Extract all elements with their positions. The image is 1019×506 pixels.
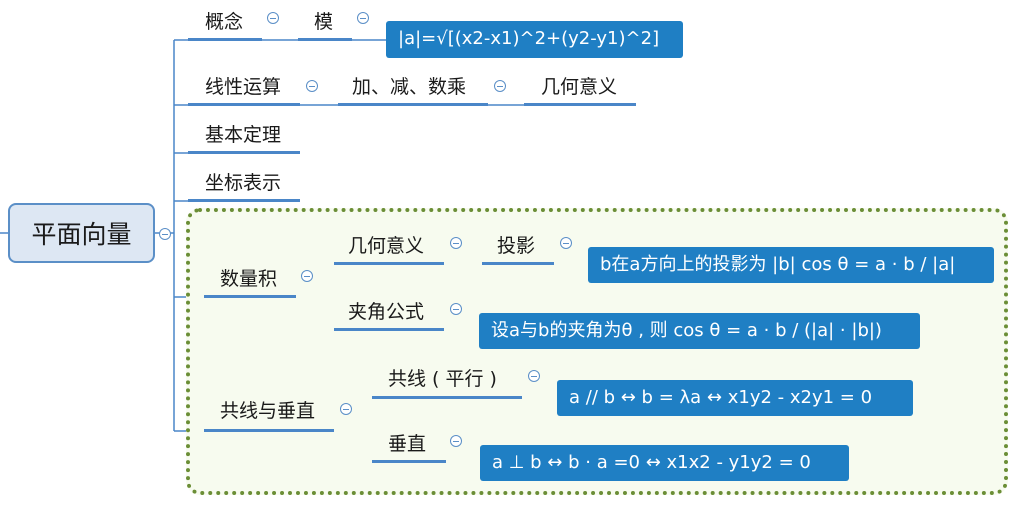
root-node[interactable]: 平面向量 xyxy=(8,203,155,263)
collapse-icon[interactable] xyxy=(494,80,506,92)
node-add-sub-scale-underline xyxy=(338,103,488,106)
node-dot-product-underline xyxy=(204,295,296,298)
collapse-icon[interactable] xyxy=(560,237,572,249)
node-angle-formula[interactable]: 夹角公式 xyxy=(348,301,425,323)
node-basic-theorem[interactable]: 基本定理 xyxy=(205,124,282,146)
collapse-icon[interactable] xyxy=(340,403,352,415)
node-add-sub-scale[interactable]: 加、减、数乘 xyxy=(352,76,467,98)
root-label: 平面向量 xyxy=(31,220,132,249)
node-projection[interactable]: 投影 xyxy=(497,235,536,257)
node-perpendicular[interactable]: 垂直 xyxy=(388,433,427,455)
node-linear-ops[interactable]: 线性运算 xyxy=(205,76,282,98)
formula-modulus: |a|=√[(x2-x1)^2+(y2-y1)^2] xyxy=(386,21,683,58)
node-basic-theorem-underline xyxy=(188,151,300,154)
node-dot-geometry[interactable]: 几何意义 xyxy=(348,235,425,257)
node-modulus-underline xyxy=(298,38,352,41)
formula-angle: 设a与b的夹角为θ , 则 cos θ = a · b / (|a| · |b|… xyxy=(479,313,920,349)
collapse-icon[interactable] xyxy=(159,228,171,240)
collapse-icon[interactable] xyxy=(450,237,462,249)
node-linear-geometry[interactable]: 几何意义 xyxy=(541,76,618,98)
node-concept[interactable]: 概念 xyxy=(205,11,244,33)
node-coordinates-underline xyxy=(188,199,300,202)
node-dot-geometry-underline xyxy=(334,262,444,265)
node-linear-ops-underline xyxy=(188,103,300,106)
node-parallel-underline xyxy=(372,396,522,399)
collapse-icon[interactable] xyxy=(450,303,462,315)
collapse-icon[interactable] xyxy=(450,435,462,447)
collapse-icon[interactable] xyxy=(301,270,313,282)
collapse-icon[interactable] xyxy=(357,12,369,24)
collapse-icon[interactable] xyxy=(306,80,318,92)
formula-perpendicular: a ⊥ b ↔ b · a =0 ↔ x1x2 - y1y2 = 0 xyxy=(480,445,849,481)
collapse-icon[interactable] xyxy=(267,12,279,24)
node-dot-product[interactable]: 数量积 xyxy=(220,268,278,290)
node-projection-underline xyxy=(482,262,554,265)
node-angle-formula-underline xyxy=(334,328,444,331)
node-linear-geometry-underline xyxy=(524,103,636,106)
collapse-icon[interactable] xyxy=(528,370,540,382)
node-modulus[interactable]: 模 xyxy=(314,11,334,33)
node-coordinates[interactable]: 坐标表示 xyxy=(205,172,282,194)
formula-parallel: a // b ↔ b = λa ↔ x1y2 - x2y1 = 0 xyxy=(557,380,913,416)
node-perpendicular-underline xyxy=(372,460,446,463)
node-collinear-perpendicular-underline xyxy=(204,429,334,432)
node-collinear-perpendicular[interactable]: 共线与垂直 xyxy=(220,400,316,422)
node-parallel[interactable]: 共线 ( 平行 ) xyxy=(388,368,497,390)
node-concept-underline xyxy=(188,38,262,41)
formula-projection: b在a方向上的投影为 |b| cos θ = a · b / |a| xyxy=(588,247,994,283)
